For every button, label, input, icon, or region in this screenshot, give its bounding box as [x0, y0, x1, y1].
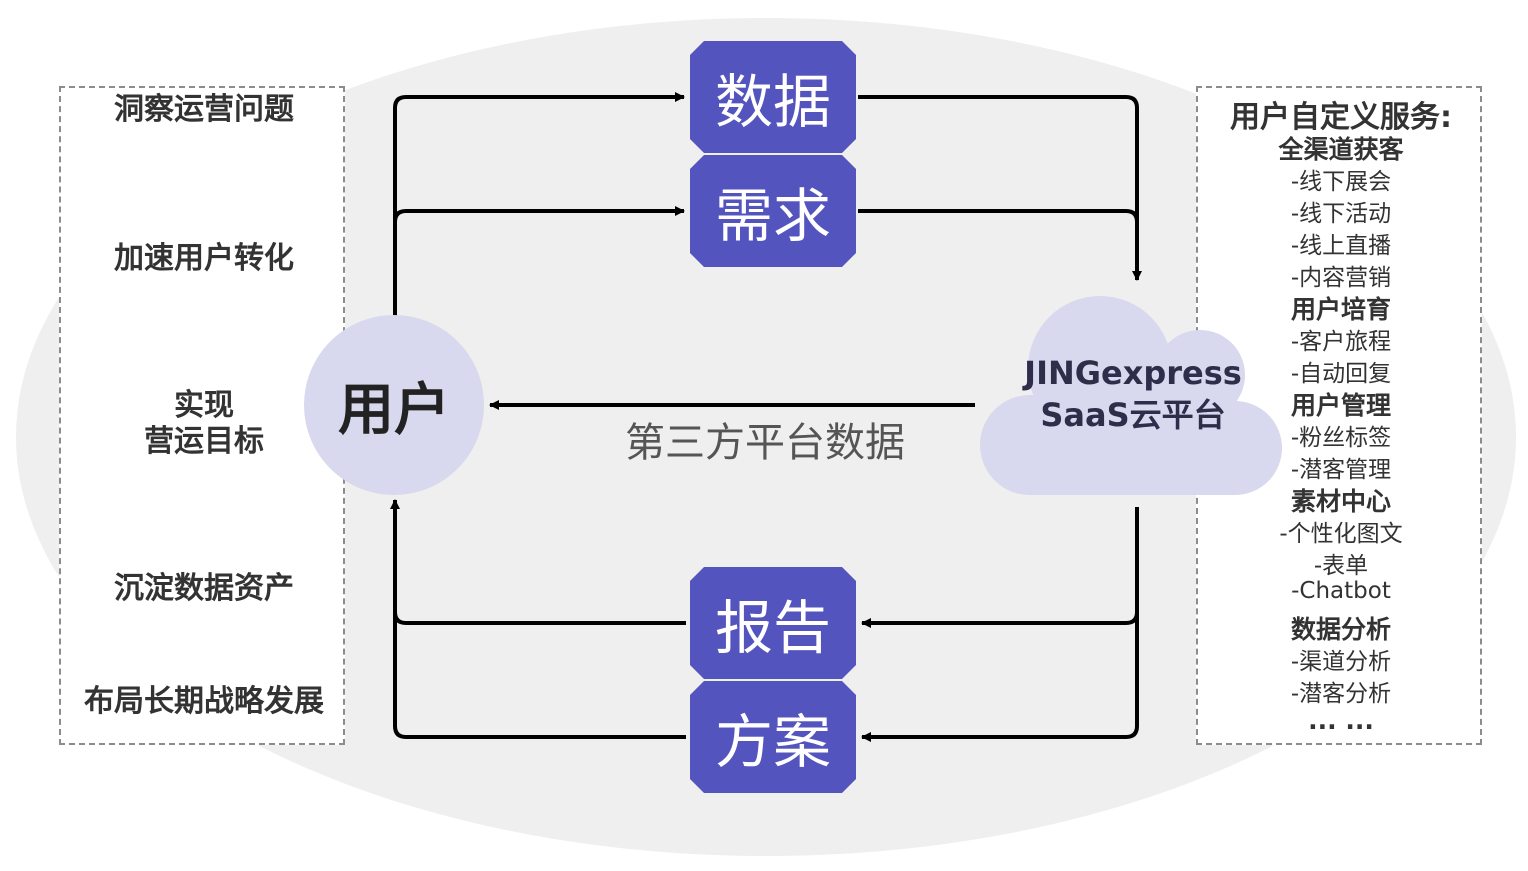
services-heading: 用户自定义服务: [1230, 100, 1452, 135]
data-box: 数据 [690, 41, 856, 153]
arrow-plan-to-user [390, 499, 686, 739]
service-item: -自动回复 [1290, 361, 1392, 387]
third-party-data-label: 第三方平台数据 [625, 420, 905, 466]
service-category: 用户管理 [1290, 391, 1391, 420]
cloud-line-2: SaaS云平台 [1040, 396, 1226, 434]
report-box: 报告 [690, 567, 856, 679]
plan-box: 方案 [690, 681, 856, 793]
arrow-demand-to-cloud [858, 209, 1139, 223]
user-node: 用户 [304, 315, 484, 495]
arrow-cloud-to-plan [861, 612, 1139, 742]
arrow-data-to-cloud [858, 95, 1142, 281]
cloud-line-1: JINGexpress [1024, 354, 1242, 392]
service-category: 数据分析 [1290, 615, 1391, 644]
service-item: -渠道分析 [1290, 649, 1392, 675]
arrow-user-to-data [393, 92, 685, 316]
service-item: -Chatbot [1291, 578, 1391, 604]
cloud-shape [980, 296, 1282, 495]
service-item: -客户旅程 [1290, 329, 1392, 355]
service-item: -线下活动 [1290, 201, 1392, 227]
service-item: -线上直播 [1290, 233, 1392, 259]
service-item: -表单 [1313, 553, 1369, 579]
arrow-cloud-to-report [861, 507, 1139, 628]
service-item: -个性化图文 [1279, 521, 1403, 547]
cloud-platform-label: JINGexpress SaaS云平台 [1000, 352, 1266, 436]
services-panel: 用户自定义服务: 全渠道获客 -线下展会 -线下活动 -线上直播 -内容营销用户培育 -客… [1196, 86, 1482, 745]
service-item: -粉丝标签 [1290, 425, 1392, 451]
goal-data-assets: 沉淀数据资产 [114, 571, 294, 606]
arrow-report-to-user [393, 611, 686, 625]
service-item: -内容营销 [1290, 265, 1392, 291]
goal-conversion: 加速用户转化 [114, 241, 294, 276]
goals-panel: 洞察运营问题 加速用户转化 实现 营运目标 沉淀数据资产 布局长期战略发展 [59, 86, 345, 745]
service-item: -线下展会 [1290, 169, 1392, 195]
service-item: -潜客分析 [1290, 681, 1392, 707]
arrow-user-to-demand [393, 206, 685, 223]
goal-insight: 洞察运营问题 [114, 92, 294, 127]
service-category: 素材中心 [1290, 487, 1391, 516]
service-category: ... ... [1308, 706, 1374, 735]
goal-achieve-line1: 实现 [174, 388, 234, 423]
goal-achieve-line2: 营运目标 [144, 424, 264, 459]
service-category: 全渠道获客 [1278, 135, 1404, 164]
demand-box: 需求 [690, 155, 856, 267]
service-category: 用户培育 [1290, 295, 1391, 324]
service-item: -潜客管理 [1290, 457, 1392, 483]
goal-strategy: 布局长期战略发展 [84, 684, 324, 719]
